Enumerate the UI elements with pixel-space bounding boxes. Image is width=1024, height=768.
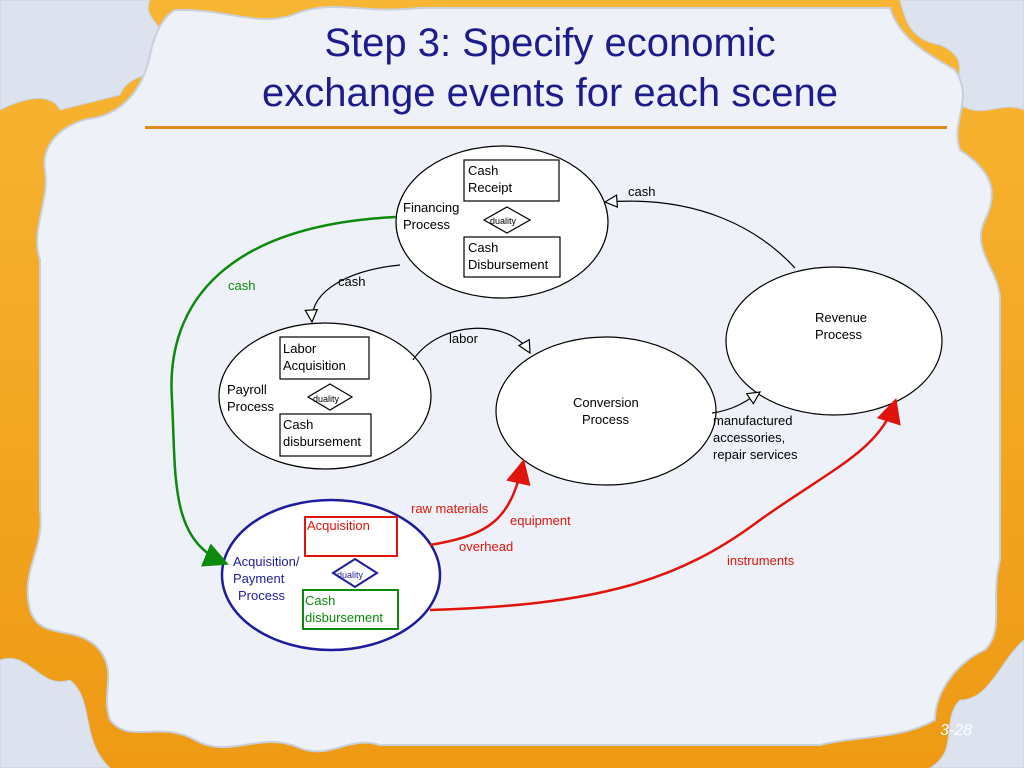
financing-process: Financing Process Cash Receipt duality C…	[395, 145, 609, 299]
payroll-process-label-1: Payroll	[227, 382, 267, 397]
flow-labor	[412, 327, 530, 361]
cash-receipt-label-1: Cash	[468, 163, 498, 178]
labor-acquisition-label-1: Labor	[283, 341, 317, 356]
financing-duality-label: duality	[490, 216, 517, 226]
cash-disbursement-financing-label-2: Disbursement	[468, 257, 549, 272]
revenue-process: Revenue Process	[725, 266, 943, 416]
flow-cash-payroll-label: cash	[338, 274, 365, 289]
flow-manufactured-label-3: repair services	[713, 447, 798, 462]
flow-raw-materials	[429, 458, 531, 547]
flow-cash-financing-to-payroll	[312, 264, 401, 322]
flow-manufactured-label-2: accessories,	[713, 430, 785, 445]
financing-process-label-1: Financing	[403, 200, 459, 215]
flow-equipment-label: equipment	[510, 513, 571, 528]
payroll-duality-diamond	[306, 383, 354, 411]
cash-receipt-label-2: Receipt	[468, 180, 512, 195]
payroll-duality-label: duality	[313, 394, 340, 404]
cash-disbursement-financing-label-1: Cash	[468, 240, 498, 255]
flow-cash-acquisition-label: cash	[228, 278, 255, 293]
conversion-process: Conversion Process	[495, 336, 717, 486]
title-underline	[145, 126, 947, 129]
labor-acquisition-event	[279, 336, 370, 380]
revenue-process-label-1: Revenue	[815, 310, 867, 325]
conversion-process-label-2: Process	[582, 412, 629, 427]
flow-overhead-label: overhead	[459, 539, 513, 554]
flow-cash-revenue-label: cash	[628, 184, 655, 199]
cash-receipt-event	[463, 159, 560, 202]
cash-disbursement-payroll-label-1: Cash	[283, 417, 313, 432]
cash-disbursement-event-acquisition	[302, 589, 399, 630]
labor-acquisition-label-2: Acquisition	[283, 358, 346, 373]
conversion-process-ellipse	[495, 336, 717, 486]
cash-disbursement-event-financing	[463, 236, 561, 278]
acquisition-process-label-1: Acquisition/	[233, 554, 300, 569]
payroll-process-label-2: Process	[227, 399, 274, 414]
flow-labor-label: labor	[449, 331, 479, 346]
cash-disbursement-acquisition-label-1: Cash	[305, 593, 335, 608]
slide-number: 3-28	[940, 722, 973, 739]
acquisition-duality-diamond	[331, 557, 379, 589]
cash-disbursement-acquisition-label-2: disbursement	[305, 610, 383, 625]
flow-cash-revenue-to-financing	[605, 201, 796, 269]
puzzle-piece-bottom-right	[929, 639, 1024, 768]
flow-raw-materials-label: raw materials	[411, 501, 489, 516]
flow-manufactured	[711, 392, 760, 414]
acquisition-duality-label: duality	[337, 570, 364, 580]
flow-manufactured-label-1: manufactured	[713, 413, 793, 428]
puzzle-piece-bottom-left	[0, 657, 111, 768]
financing-process-label-2: Process	[403, 217, 450, 232]
conversion-process-label-1: Conversion	[573, 395, 639, 410]
title-line-2: exchange events for each scene	[262, 71, 838, 115]
cash-disbursement-event-payroll	[279, 413, 372, 457]
flow-instruments	[429, 398, 901, 612]
revenue-process-label-2: Process	[815, 327, 862, 342]
flow-cash-financing-to-acquisition	[170, 215, 397, 567]
payroll-process: Payroll Process Labor Acquisition dualit…	[218, 322, 432, 470]
acquisition-process-label-2: Payment	[233, 571, 285, 586]
cash-disbursement-payroll-label-2: disbursement	[283, 434, 361, 449]
revenue-process-ellipse	[725, 266, 943, 416]
slide-title: Step 3: Specify economic exchange events…	[150, 18, 950, 118]
acquisition-payment-process: Acquisition/ Payment Process Acquisition…	[220, 498, 442, 652]
title-line-1: Step 3: Specify economic	[324, 21, 776, 65]
acquisition-process-label-3: Process	[238, 588, 285, 603]
acquisition-event-label: Acquisition	[307, 518, 370, 533]
financing-duality-diamond	[482, 206, 532, 234]
flow-instruments-label: instruments	[727, 553, 795, 568]
acquisition-event	[304, 516, 398, 557]
